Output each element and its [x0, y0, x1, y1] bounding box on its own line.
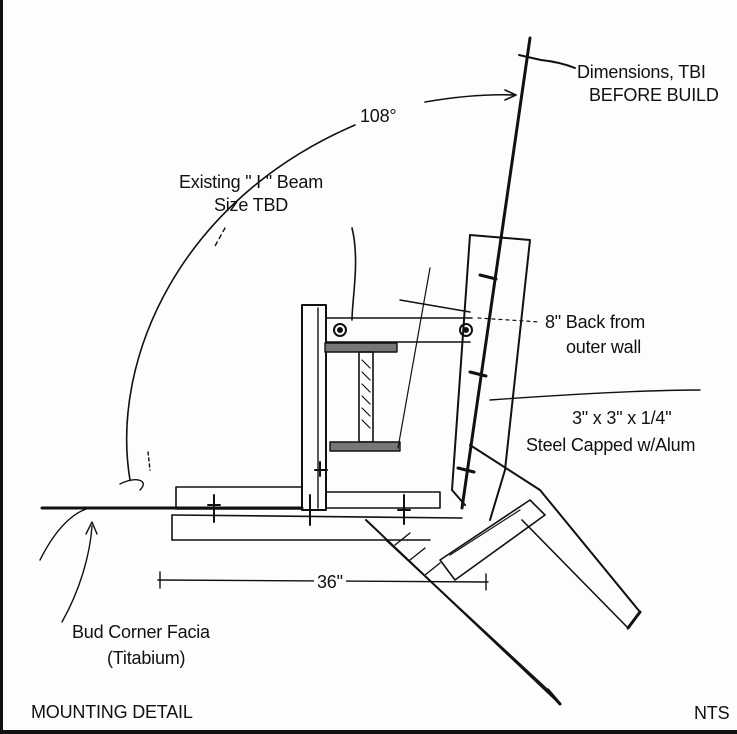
i-beam-web — [358, 351, 374, 443]
beam-leader — [214, 227, 226, 247]
diagonal-end-right — [626, 610, 642, 630]
diagonal-end — [546, 688, 562, 706]
facia-arrow — [85, 521, 98, 535]
facia-arc — [39, 507, 91, 561]
dim-8-line — [399, 299, 471, 313]
dimensions-label-line1: Dimensions, TBI — [577, 62, 706, 82]
angle-steel-inner — [451, 234, 471, 506]
i-beam-bottom-flange — [329, 441, 401, 452]
bottom-inner-plate — [325, 491, 441, 509]
dim-8-ext — [397, 267, 431, 449]
angle-bolt-3 — [456, 466, 476, 474]
i-beam-top-flange — [324, 342, 398, 353]
bolt-lower-4 — [314, 461, 328, 477]
bolt-top-left — [333, 323, 347, 337]
sketch-mark-1 — [147, 451, 151, 471]
bolt-lower-2 — [303, 494, 317, 526]
facia-label-line2: (Titabium) — [107, 648, 186, 668]
beam-label-line1: Existing " I " Beam — [178, 172, 324, 192]
bottom-plate — [175, 486, 303, 510]
dim-8-leader — [477, 317, 541, 323]
beam-label-line2: Size TBD — [213, 195, 289, 215]
bolt-lower-3 — [397, 494, 411, 525]
angle-arrow — [504, 89, 517, 101]
scale-note: NTS — [694, 703, 730, 723]
diagonal-member-right-2 — [521, 519, 629, 629]
left-frame-line — [0, 0, 3, 734]
diagonal-member-right — [469, 444, 641, 613]
bottom-frame-line — [0, 730, 737, 734]
angle-bolt-1 — [478, 273, 498, 281]
facia-label-line1: Bud Corner Facia — [72, 622, 210, 642]
bolt-top-right — [459, 323, 473, 337]
diagonal-member-left-2 — [385, 539, 549, 691]
diagonal-cap-inner — [449, 509, 521, 556]
steel-label-line1: 3" x 3" x 1/4" — [572, 408, 672, 428]
angle-arc-right — [424, 93, 516, 103]
sketch-mark-2 — [119, 479, 144, 491]
facia-leader — [61, 525, 93, 623]
dimension-tick — [518, 54, 542, 61]
dimension-leader — [540, 59, 576, 69]
back-label-line1: 8" Back from — [545, 312, 646, 332]
back-label-line2: outer wall — [566, 337, 642, 357]
angle-steel-outer — [469, 234, 531, 521]
beam-leader-curve — [351, 227, 357, 321]
left-vertical-plate — [301, 304, 327, 511]
width-dimension-label: 36" — [314, 572, 346, 593]
angle-arc — [126, 124, 356, 481]
drawing-title: MOUNTING DETAIL — [31, 702, 193, 722]
i-beam-web-hatch — [361, 359, 371, 429]
dimensions-label-line2: BEFORE BUILD — [589, 85, 719, 105]
diagonal-cap — [439, 499, 546, 581]
diagonal-hatch — [394, 532, 441, 576]
bolt-lower-1 — [207, 494, 221, 523]
diagonal-wall-line — [460, 36, 532, 510]
steel-label-line2: Steel Capped w/Alum — [526, 435, 696, 455]
steel-leader — [489, 389, 701, 401]
baseline-double — [171, 514, 463, 519]
angle-bolt-2 — [468, 370, 488, 378]
angle-label: 108° — [360, 106, 397, 126]
